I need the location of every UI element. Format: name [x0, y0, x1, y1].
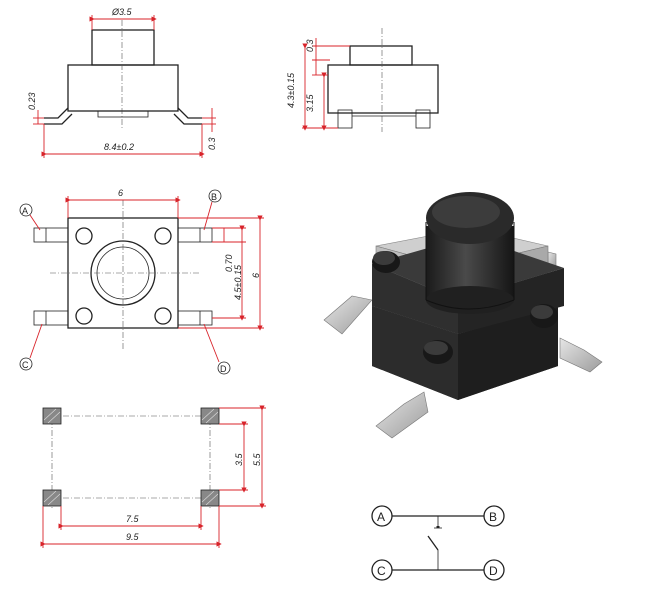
- side-view-right: 0.3 4.3±0.15 3.15: [286, 28, 439, 132]
- lead-left: [44, 107, 73, 125]
- dim-pad-outer-width: 9.5: [126, 532, 140, 542]
- dim-body-height: 6: [251, 273, 261, 278]
- node-d-label: D: [489, 564, 498, 578]
- pcb-footprint: 3.5 5.5 7.5 9.5: [40, 405, 266, 548]
- side-view-left: Ø3.5 0.23 8.4±0.2 0.3: [27, 7, 217, 158]
- pin-c-label: C: [22, 360, 29, 370]
- dim-total-height: 4.3±0.15: [286, 72, 296, 108]
- pin-b-marker: [208, 189, 222, 203]
- node-a-label: A: [377, 510, 385, 524]
- dim-body-width: 6: [118, 188, 123, 198]
- dim-lead-thickness: 0.23: [27, 92, 37, 110]
- pin-c-marker: [19, 357, 33, 371]
- dim-pin-gap: 0.70: [224, 254, 234, 272]
- switch-contact: [427, 535, 439, 551]
- pin-d-label: D: [220, 364, 227, 374]
- dim-diameter: Ø3.5: [111, 7, 133, 17]
- dim-pin-pitch: 4.5±0.15: [233, 264, 243, 300]
- plunger-outline: [91, 29, 155, 66]
- dim-pad-inner-width: 7.5: [126, 514, 140, 524]
- node-c-label: C: [377, 564, 386, 578]
- node-b-label: B: [489, 510, 497, 524]
- pin-b-label: B: [211, 192, 217, 202]
- dim-cap: 0.3: [305, 39, 315, 52]
- dim-foot: 0.3: [207, 137, 217, 150]
- dim-overall-width: 8.4±0.2: [104, 142, 134, 152]
- pin-a-marker: [19, 203, 33, 217]
- pin-d-marker: [217, 361, 231, 375]
- front-view: 6 0.70 4.5±0.15 6 A B C D: [19, 188, 264, 375]
- dim-pad-outer-height: 5.5: [252, 452, 262, 466]
- housing-outline: [67, 64, 179, 112]
- switch-schematic: A B C D: [371, 505, 505, 581]
- switch-3d-render: [323, 192, 603, 439]
- pin-a-label: A: [22, 206, 28, 216]
- dim-pad-inner-height: 3.5: [234, 452, 244, 466]
- dim-body-height: 3.15: [305, 93, 315, 112]
- lead-right: [173, 107, 202, 125]
